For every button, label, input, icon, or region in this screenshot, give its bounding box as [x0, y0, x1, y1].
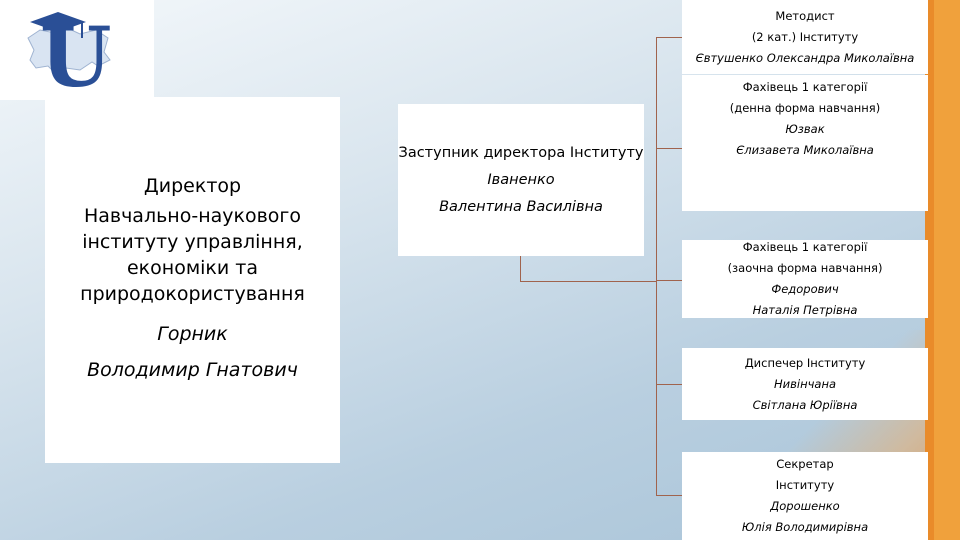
decorative-ribbon-light — [934, 0, 960, 540]
staff-role: Диспечер Інституту — [744, 355, 866, 370]
staff-role: (2 кат.) Інституту — [751, 29, 859, 44]
staff-role: (заочна форма навчання) — [727, 261, 883, 275]
staff-surname: Нивінчана — [773, 376, 837, 391]
staff-box-methodist: Методист (2 кат.) Інституту Євтушенко Ол… — [682, 0, 928, 74]
staff-name: Наталія Петрівна — [752, 303, 858, 317]
deputy-surname: Іваненко — [487, 171, 555, 188]
director-title: Директор — [143, 175, 242, 197]
institute-name-line: інституту управління, — [82, 231, 303, 253]
connector-line — [520, 256, 521, 281]
staff-role: Інституту — [775, 478, 835, 492]
staff-role: Фахівець 1 категорії — [742, 240, 868, 254]
connector-branch — [656, 384, 682, 385]
institute-name-line: економіки та — [126, 257, 259, 279]
staff-role: Методист — [775, 8, 835, 23]
deputy-director-box: Заступник директора Інституту Іваненко В… — [398, 104, 644, 256]
deputy-title: Заступник директора Інституту — [398, 144, 644, 161]
connector-branch — [656, 280, 682, 281]
connector-trunk — [656, 37, 657, 496]
staff-role: Секретар — [776, 457, 834, 471]
director-name: Володимир Гнатович — [87, 359, 298, 381]
staff-surname: Юзвак — [785, 122, 825, 136]
staff-role: (денна форма навчання) — [729, 101, 881, 115]
connector-branch — [656, 37, 682, 38]
staff-box-dispatcher: Диспечер Інституту Нивінчана Світлана Юр… — [682, 348, 928, 420]
logo-letter: U — [40, 10, 112, 100]
director-surname: Горник — [157, 323, 228, 345]
staff-role: Фахівець 1 категорії — [742, 80, 868, 94]
director-box: Директор Навчально-наукового інституту у… — [45, 97, 340, 463]
connector-branch — [656, 495, 682, 496]
connector-branch — [656, 148, 682, 149]
staff-name: Юлія Володимирівна — [741, 520, 869, 534]
staff-surname: Дорошенко — [770, 499, 840, 513]
institute-name-line: Навчально-наукового — [83, 205, 302, 227]
staff-box-secretary: Секретар Інституту Дорошенко Юлія Володи… — [682, 452, 928, 540]
deputy-name: Валентина Василівна — [439, 198, 603, 215]
staff-surname: Федорович — [771, 282, 839, 296]
staff-name: Євтушенко Олександра Миколаївна — [695, 50, 915, 65]
connector-line — [520, 281, 657, 282]
institute-name-line: природокористування — [80, 283, 305, 305]
staff-name: Світлана Юріївна — [752, 397, 858, 412]
staff-name: Єлизавета Миколаївна — [736, 143, 874, 157]
university-emblem-icon: U — [27, 10, 112, 106]
staff-box-specialist-daytime: Фахівець 1 категорії (денна форма навчан… — [682, 75, 928, 211]
institute-logo: U — [0, 0, 154, 106]
staff-box-specialist-extramural: Фахівець 1 категорії (заочна форма навча… — [682, 240, 928, 318]
